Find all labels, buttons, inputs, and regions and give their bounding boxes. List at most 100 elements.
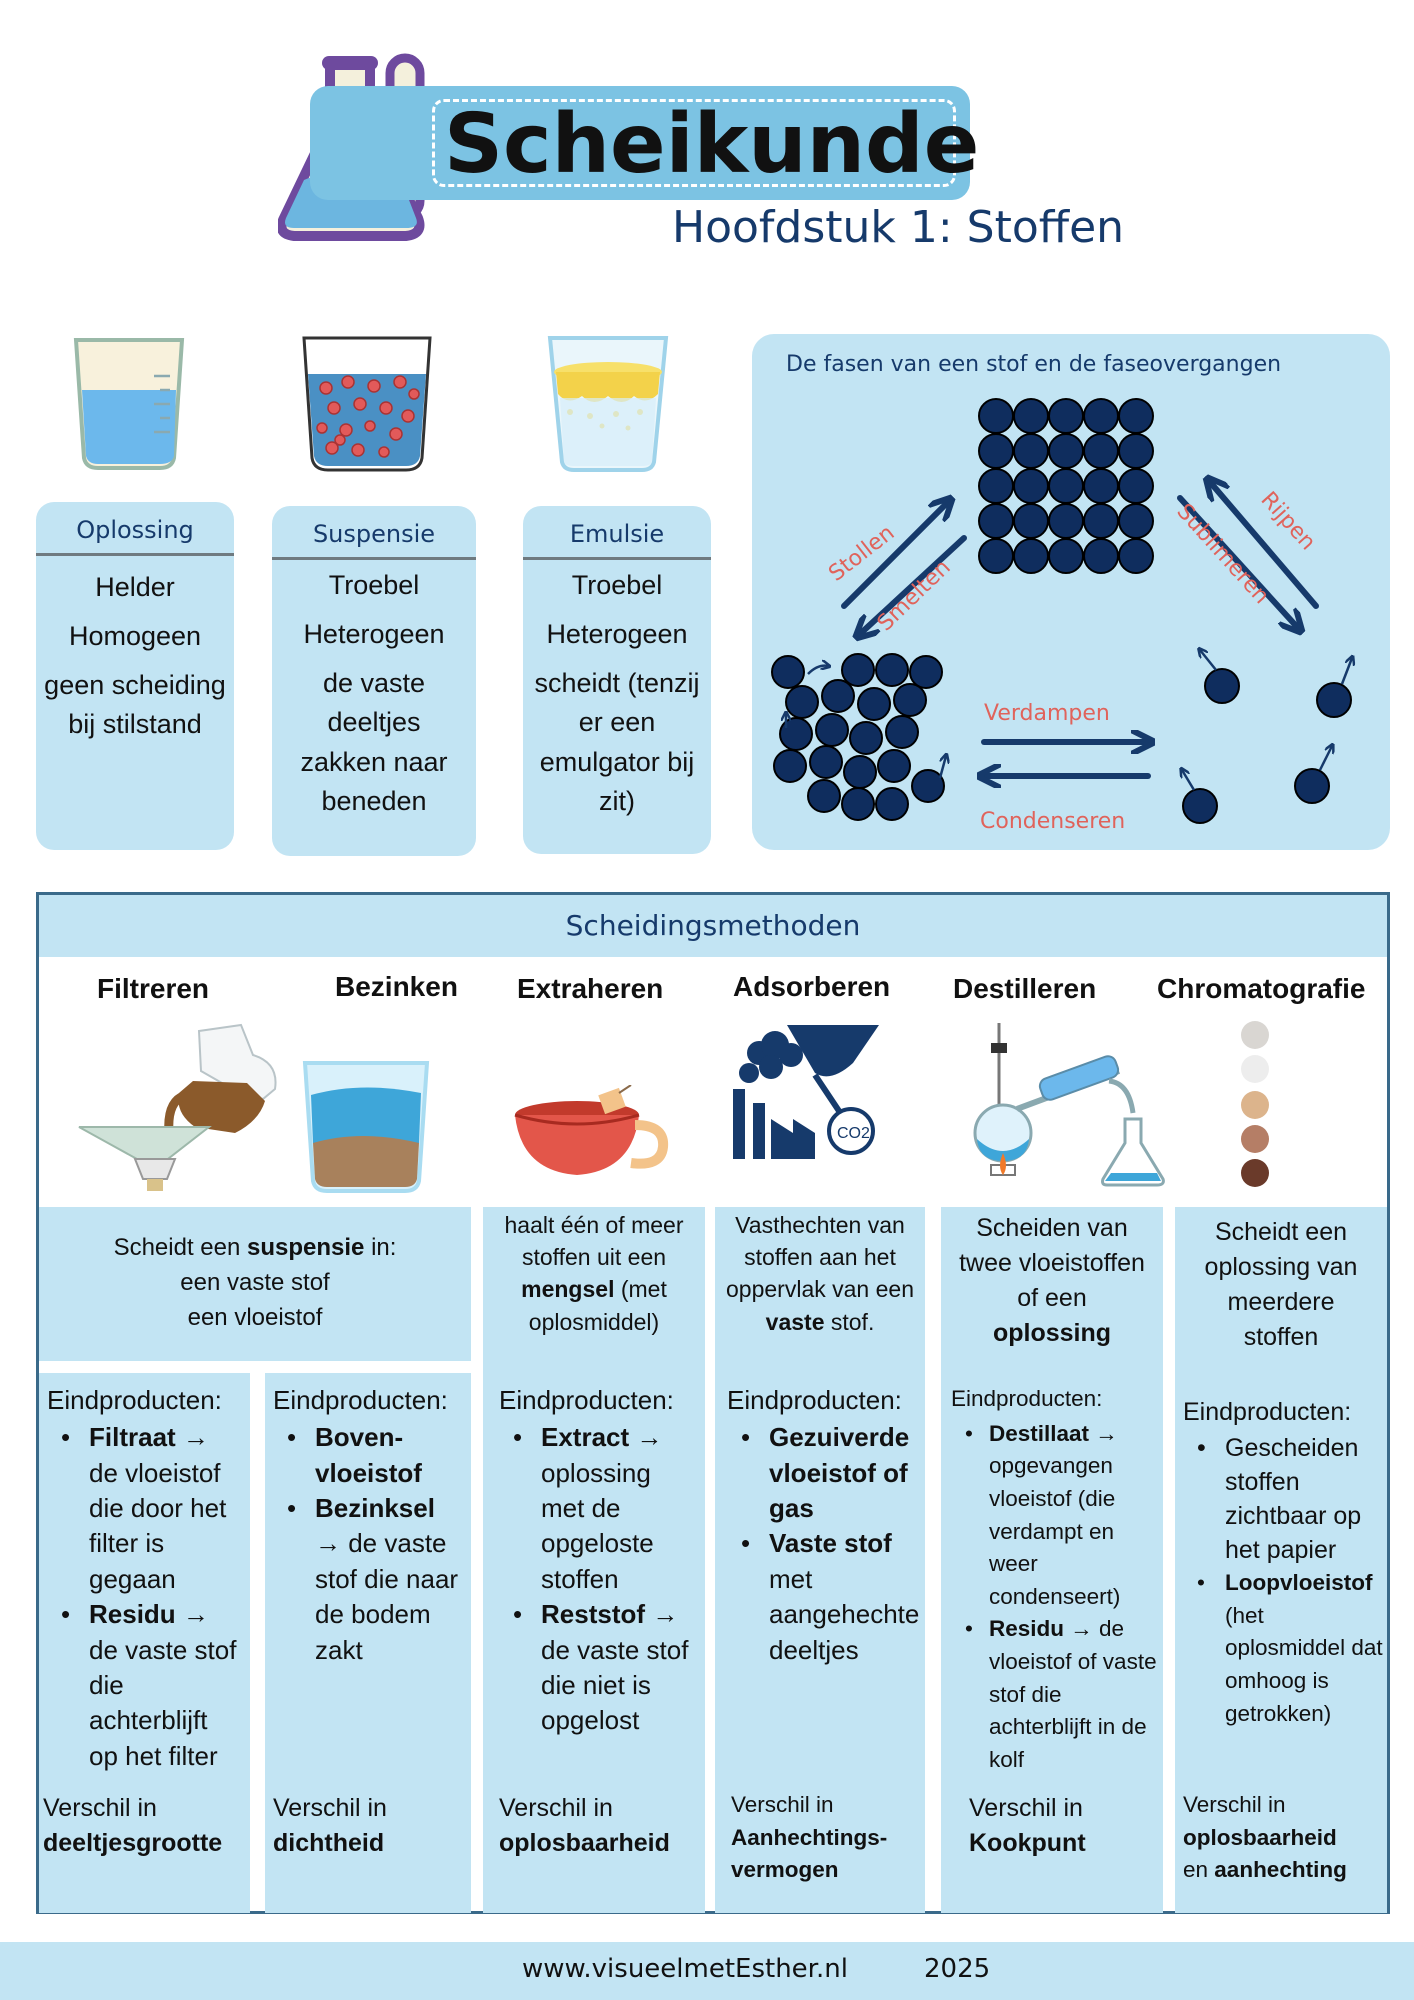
card-body: Helder Homogeen geen scheiding bij stils… [44, 568, 226, 755]
separation-header: Scheidingsmethoden [39, 895, 1387, 957]
difference-prefix: Verschil in [499, 1794, 613, 1822]
filter-funnel-icon [78, 1023, 277, 1191]
property-clarity: Troebel [571, 570, 663, 600]
products-adsorberen: Eindproducten: Gezuiverde vloeistof of g… [727, 1383, 921, 1668]
method-title-filtreren: Filtreren [97, 973, 210, 1004]
difference-adsorberen: Verschil in Aanhechtings-vermogen [731, 1789, 901, 1887]
property-behaviour: scheidt (tenzij er een emulgator bij zit… [534, 668, 700, 816]
page-subtitle: Hoofdstuk 1: Stoffen [672, 202, 1125, 253]
card-oplossing: Oplossing Helder Homogeen geen scheiding… [36, 502, 234, 850]
transition-arrows [841, 482, 1319, 776]
list-item: Bezinksel → de vaste stof die naar de bo… [273, 1491, 467, 1668]
column-destilleren: Scheiden van twee vloeistoffen of een op… [941, 1207, 1163, 1913]
distillation-icon [973, 1023, 1165, 1187]
method-title-extraheren: Extraheren [517, 973, 664, 1004]
desc-text: in: [364, 1234, 397, 1261]
list-item: Destillaat → opgevangen vloeistof (die v… [951, 1418, 1157, 1614]
property-clarity: Troebel [328, 570, 420, 600]
solid-particles [978, 398, 1154, 574]
column-extraheren: haalt één of meer stoffen uit een mengse… [483, 1207, 705, 1913]
difference-value: oplosbaarheid [1183, 1824, 1337, 1850]
card-header: Oplossing [36, 502, 234, 556]
difference-value: oplosbaarheid [499, 1829, 670, 1857]
filter-sediment-desc-panel: Scheidt een suspensie in: een vaste stof… [39, 1207, 471, 1361]
card-emulsie: Emulsie Troebel Heterogeen scheidt (tenz… [523, 506, 711, 854]
products-filtreren: Eindproducten: Filtraat → de vloeistof d… [47, 1383, 242, 1774]
list-item: Gescheiden stoffen zichtbaar op het papi… [1183, 1431, 1383, 1567]
card-body: Troebel Heterogeen de vaste deeltjes zak… [282, 566, 466, 831]
difference-joiner: en [1183, 1857, 1209, 1883]
sedimentation-beaker-icon [302, 1061, 430, 1193]
products-label: Eindproducten: [47, 1385, 222, 1415]
difference-destilleren: Verschil in Kookpunt [969, 1791, 1086, 1861]
products-bezinken: Eindproducten: Boven-vloeistof Bezinksel… [273, 1383, 467, 1668]
suspension-beaker-icon [302, 336, 432, 472]
phases-title: De fasen van een stof en de faseovergang… [786, 352, 1282, 377]
method-title-bezinken: Bezinken [335, 971, 458, 1002]
list-item: Filtraat → de vloeistof die door het fil… [47, 1420, 242, 1597]
card-title: Oplossing [76, 516, 194, 544]
products-destilleren: Eindproducten: Destillaat → opgevangen v… [951, 1383, 1157, 1777]
property-behaviour: geen scheiding bij stilstand [44, 670, 226, 740]
difference-extraheren: Verschil in oplosbaarheid [499, 1791, 670, 1861]
desc-line: een vloeistof [187, 1303, 323, 1331]
title-dashed-frame [432, 99, 956, 187]
products-extraheren: Eindproducten: Extract → oplossing met d… [499, 1383, 701, 1739]
tea-cup-icon [514, 1085, 669, 1175]
difference-filtreren: Verschil in deeltjesgrootte [43, 1791, 222, 1861]
footer: www.visueelmetEsther.nl 2025 [0, 1942, 1414, 2000]
card-title: Suspensie [312, 520, 436, 548]
list-item: Residu → de vaste stof die achterblijft … [47, 1597, 242, 1774]
difference-value: dichtheid [273, 1829, 385, 1857]
footer-url: www.visueelmetEsther.nl [522, 1954, 848, 1984]
property-clarity: Helder [95, 572, 175, 602]
desc-line: een vaste stof [180, 1268, 330, 1296]
gas-motion-arrows [1182, 650, 1352, 791]
card-suspensie: Suspensie Troebel Heterogeen de vaste de… [272, 506, 476, 856]
column-bezinken: Eindproducten: Boven-vloeistof Bezinksel… [265, 1373, 471, 1913]
co2-label: CO2 [837, 1125, 870, 1142]
filter-sediment-desc: Scheidt een suspensie in: een vaste stof… [59, 1231, 451, 1335]
property-homogeneity: Homogeen [68, 621, 202, 652]
list-item: Gezuiverde vloeistof of gas [727, 1420, 921, 1526]
page-title: Scheikunde [444, 97, 980, 192]
difference-prefix: Verschil in [43, 1794, 157, 1822]
difference-chromatografie: Verschil in oplosbaarheid en aanhechting [1183, 1789, 1347, 1887]
products-label: Eindproducten: [273, 1385, 448, 1415]
gas-particles [1182, 668, 1352, 824]
label-stollen: Stollen [824, 520, 899, 586]
list-item: Residu → de vloeistof of vaste stof die … [951, 1613, 1157, 1776]
desc-destilleren: Scheiden van twee vloeistoffen of een op… [959, 1214, 1145, 1347]
list-item: Boven-vloeistof [273, 1420, 467, 1491]
list-item: Loopvloeistof (het oplosmiddel dat omhoo… [1183, 1567, 1383, 1730]
label-condenseren: Condenseren [980, 809, 1125, 834]
difference-prefix: Verschil in [969, 1794, 1083, 1822]
method-title-destilleren: Destilleren [953, 973, 1097, 1004]
difference-value: Aanhechtings-vermogen [731, 1824, 888, 1883]
separation-section: Scheidingsmethoden Filtreren Bezinken Ex… [36, 892, 1390, 1914]
difference-prefix: Verschil in [1183, 1792, 1286, 1817]
difference-value: Kookpunt [969, 1829, 1086, 1857]
column-filtreren: Eindproducten: Filtraat → de vloeistof d… [39, 1373, 250, 1913]
footer-year: 2025 [924, 1954, 991, 1984]
difference-prefix: Verschil in [731, 1792, 834, 1817]
difference-value: deeltjesgrootte [43, 1829, 223, 1857]
solution-beaker-icon [73, 338, 185, 470]
adsorption-factory-icon: CO2 [733, 1025, 879, 1159]
emulsion-glass-icon [547, 336, 669, 472]
method-title-chromatografie: Chromatografie [1157, 973, 1366, 1004]
desc-chromatografie: Scheidt een oplossing van meerdere stoff… [1204, 1218, 1358, 1351]
difference-bezinken: Verschil in dichtheid [273, 1791, 387, 1861]
card-body: Troebel Heterogeen scheidt (tenzij er ee… [525, 566, 709, 831]
products-label: Eindproducten: [1183, 1398, 1352, 1426]
card-title: Emulsie [569, 520, 665, 548]
method-title-adsorberen: Adsorberen [733, 971, 891, 1002]
products-label: Eindproducten: [727, 1385, 902, 1415]
difference-prefix: Verschil in [273, 1794, 387, 1822]
list-item: Vaste stof met aangehechte deeltjes [727, 1526, 921, 1667]
column-adsorberen: Vasthechten van stoffen aan het oppervla… [715, 1207, 925, 1913]
phase-diagram: Stollen Smelten Rijpen Sublimeren Verdam… [771, 398, 1390, 834]
column-chromatografie: Scheidt een oplossing van meerdere stoff… [1175, 1207, 1387, 1913]
desc-extraheren: haalt één of meer stoffen uit een mengse… [504, 1212, 684, 1335]
phases-panel: De fasen van een stof en de faseovergang… [752, 334, 1390, 850]
